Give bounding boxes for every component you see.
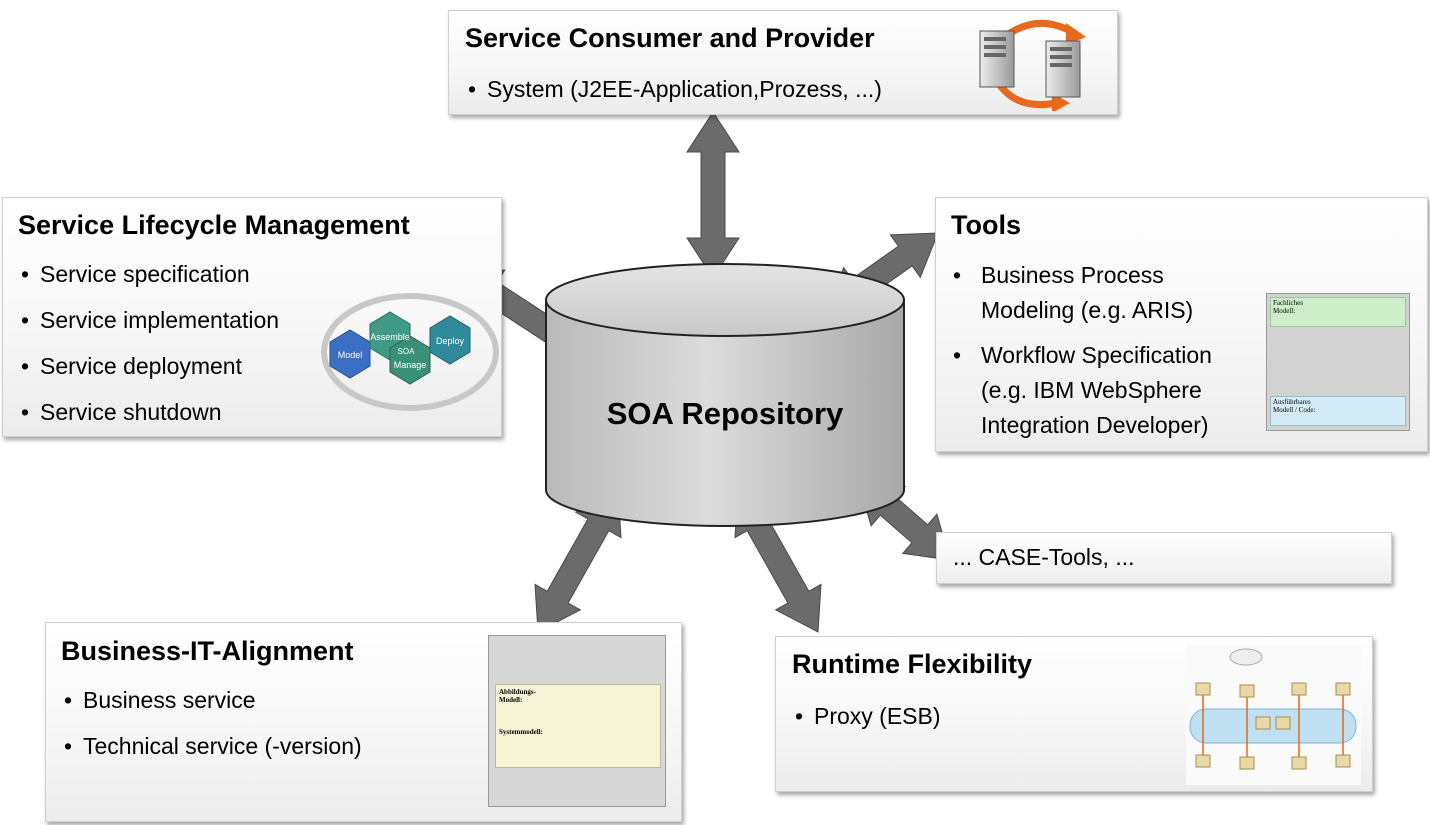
- consumer-provider-title: Service Consumer and Provider: [465, 23, 875, 53]
- runtime-box: Runtime Flexibility Proxy (ESB): [775, 636, 1373, 792]
- list-item: Business service: [61, 687, 362, 733]
- list-item: Business Process Modeling (e.g. ARIS): [951, 258, 1256, 328]
- servers-sync-icon: [979, 19, 1086, 111]
- runtime-title: Runtime Flexibility: [792, 649, 1033, 679]
- hex-manage-label: Manage: [394, 360, 427, 370]
- case-tools-text: ... CASE-Tools, ...: [953, 544, 1135, 570]
- alignment-model-thumbnail: Abbildungs- Modell: Systemmodell:: [488, 635, 666, 807]
- list-item: Technical service (-version): [61, 733, 362, 779]
- list-item: Service shutdown: [18, 399, 279, 445]
- consumer-provider-box: Service Consumer and Provider System (J2…: [448, 10, 1118, 115]
- alignment-list: Business service Technical service (-ver…: [61, 687, 362, 779]
- consumer-provider-list: System (J2EE-Application,Prozess, ...): [465, 76, 882, 103]
- list-item: Workflow Specification (e.g. IBM WebSphe…: [951, 338, 1256, 443]
- list-item: Service deployment: [18, 353, 279, 399]
- thumbnail-bottom-panel: Ausführbares Modell / Code:: [1270, 396, 1406, 426]
- thumbnail-panel: Abbildungs- Modell: Systemmodell:: [495, 684, 661, 768]
- alignment-title: Business-IT-Alignment: [61, 636, 354, 666]
- lifecycle-title: Service Lifecycle Management: [18, 210, 410, 240]
- lifecycle-list: Service specification Service implementa…: [18, 261, 279, 445]
- lifecycle-box: Service Lifecycle Management Service spe…: [2, 197, 502, 437]
- runtime-list: Proxy (ESB): [792, 703, 941, 730]
- hex-assemble-label: Assemble: [370, 332, 410, 342]
- tools-list: Business Process Modeling (e.g. ARIS) Wo…: [951, 258, 1256, 443]
- repository-cylinder: [545, 263, 905, 527]
- arrow-consumer: [686, 111, 740, 279]
- tools-box: Tools Business Process Modeling (e.g. AR…: [935, 197, 1428, 452]
- list-item: Service implementation: [18, 307, 279, 353]
- list-item: Service specification: [18, 261, 279, 307]
- thumbnail-top-panel: Fachliches Modell:: [1270, 297, 1406, 327]
- hex-model-label: Model: [338, 350, 363, 360]
- hex-center-label: SOA: [398, 347, 416, 356]
- hex-deploy-label: Deploy: [436, 336, 465, 346]
- list-item: System (J2EE-Application,Prozess, ...): [465, 76, 882, 103]
- repository-title: SOA Repository: [606, 396, 844, 431]
- tools-model-thumbnail: Fachliches Modell: Ausführbares Modell /…: [1266, 293, 1410, 431]
- tools-title: Tools: [951, 210, 1021, 240]
- esb-architecture-icon: [1186, 645, 1361, 785]
- list-item: Proxy (ESB): [792, 703, 941, 730]
- soa-lifecycle-icon: Model Assemble Deploy Manage SOA: [321, 293, 499, 411]
- case-tools-box: ... CASE-Tools, ...: [936, 532, 1392, 584]
- alignment-box: Business-IT-Alignment Business service T…: [45, 622, 682, 822]
